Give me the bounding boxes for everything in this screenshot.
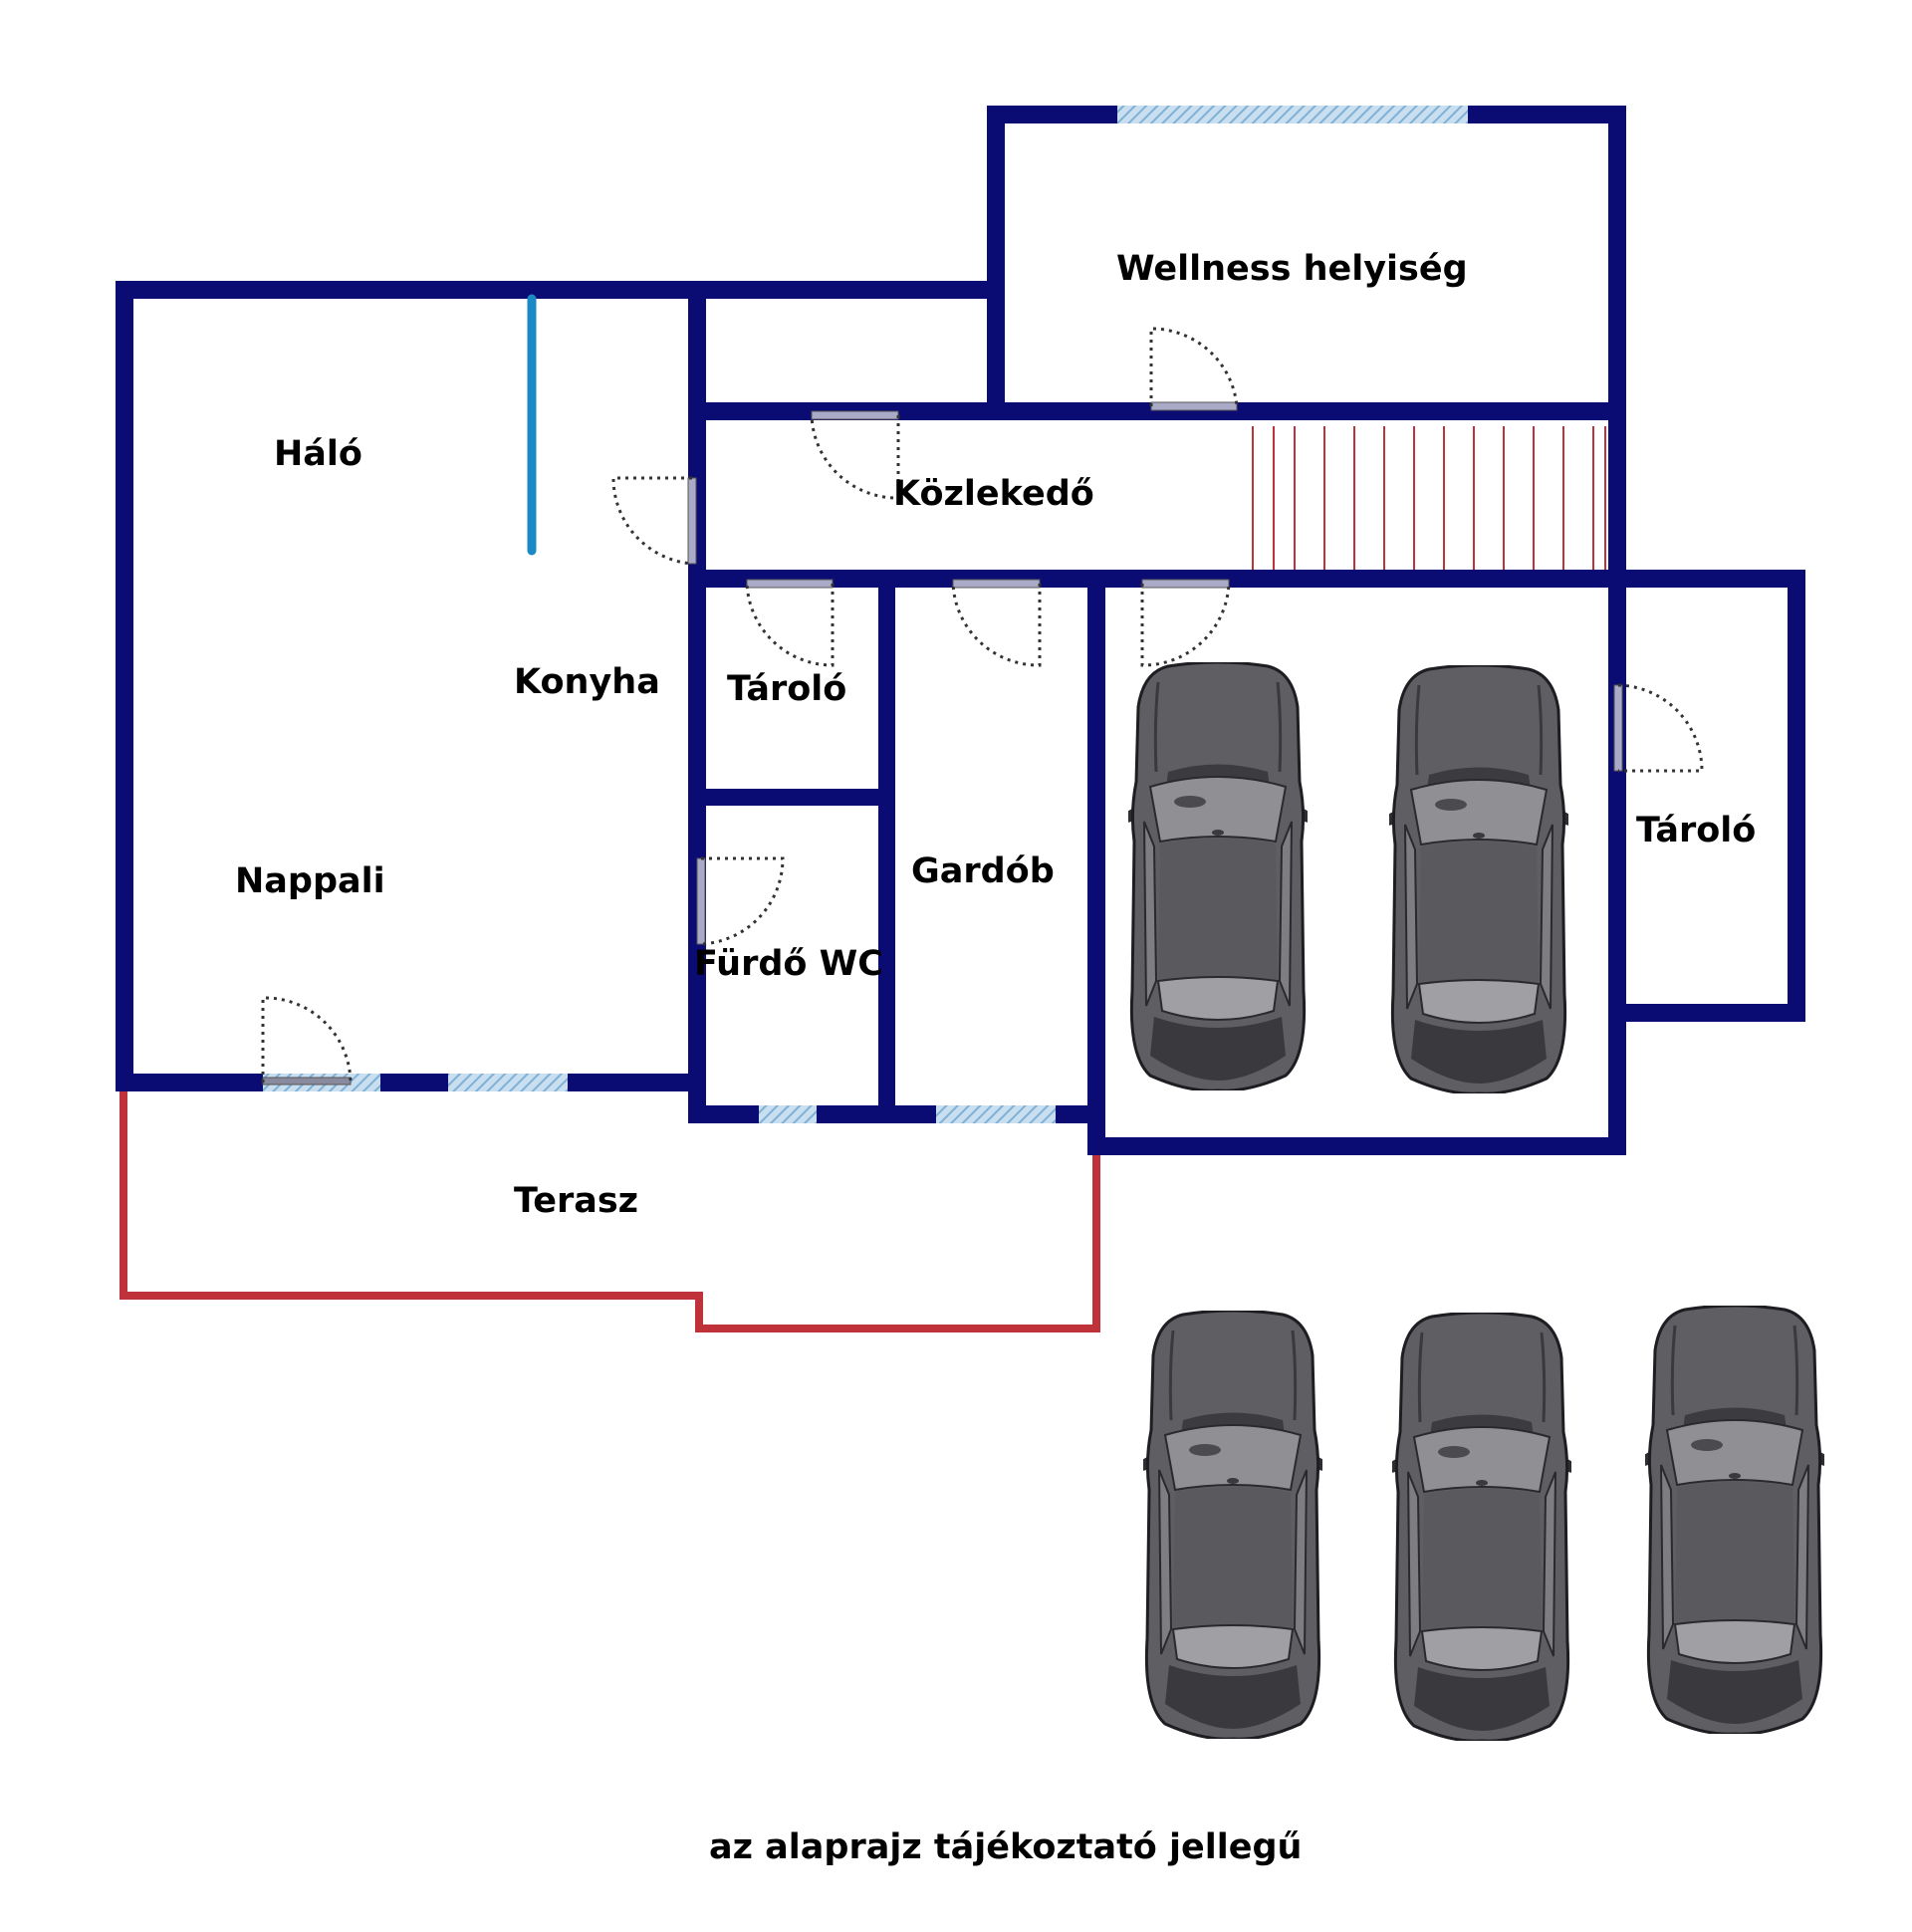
- door-swing-icon: [745, 579, 835, 667]
- door-swing-icon: [611, 476, 697, 566]
- room-label-terasz: Terasz: [514, 1181, 638, 1221]
- room-label-konyha: Konyha: [514, 662, 660, 702]
- door-swing-icon: [810, 410, 900, 500]
- car-top-view-icon: [1389, 665, 1568, 1093]
- door-swing-icon: [1140, 579, 1231, 667]
- room-label-furdo: Fürdő WC: [694, 944, 883, 984]
- room-label-tarolo-2: Tároló: [1636, 811, 1756, 850]
- room-label-kozlekedo: Közlekedő: [893, 474, 1094, 514]
- disclaimer-note: az alaprajz tájékoztató jellegű: [709, 1827, 1302, 1867]
- car-top-view-icon: [1128, 662, 1308, 1090]
- window-hatch-icon: [448, 1074, 568, 1091]
- stairs-icon: [1252, 426, 1606, 570]
- room-label-wellness: Wellness helyiség: [1116, 249, 1468, 289]
- car-top-view-icon: [1645, 1306, 1824, 1734]
- car-top-view-icon: [1392, 1313, 1571, 1741]
- door-swing-icon: [261, 996, 353, 1086]
- terrace-outline: [120, 1088, 1100, 1332]
- room-label-gardob: Gardób: [911, 851, 1055, 891]
- door-swing-icon: [1613, 683, 1704, 773]
- door-swing-icon: [951, 579, 1042, 667]
- room-label-tarolo-1: Tároló: [727, 669, 846, 709]
- window-hatch-icon: [759, 1105, 817, 1123]
- door-swing-icon: [696, 856, 785, 946]
- window-hatch-icon: [936, 1105, 1056, 1123]
- room-label-halo: Háló: [274, 434, 362, 474]
- door-swing-icon: [1149, 327, 1239, 411]
- room-label-nappali: Nappali: [235, 861, 385, 901]
- doors: [261, 327, 1704, 1086]
- window-hatch-icon: [1117, 106, 1468, 123]
- car-top-view-icon: [1143, 1311, 1322, 1739]
